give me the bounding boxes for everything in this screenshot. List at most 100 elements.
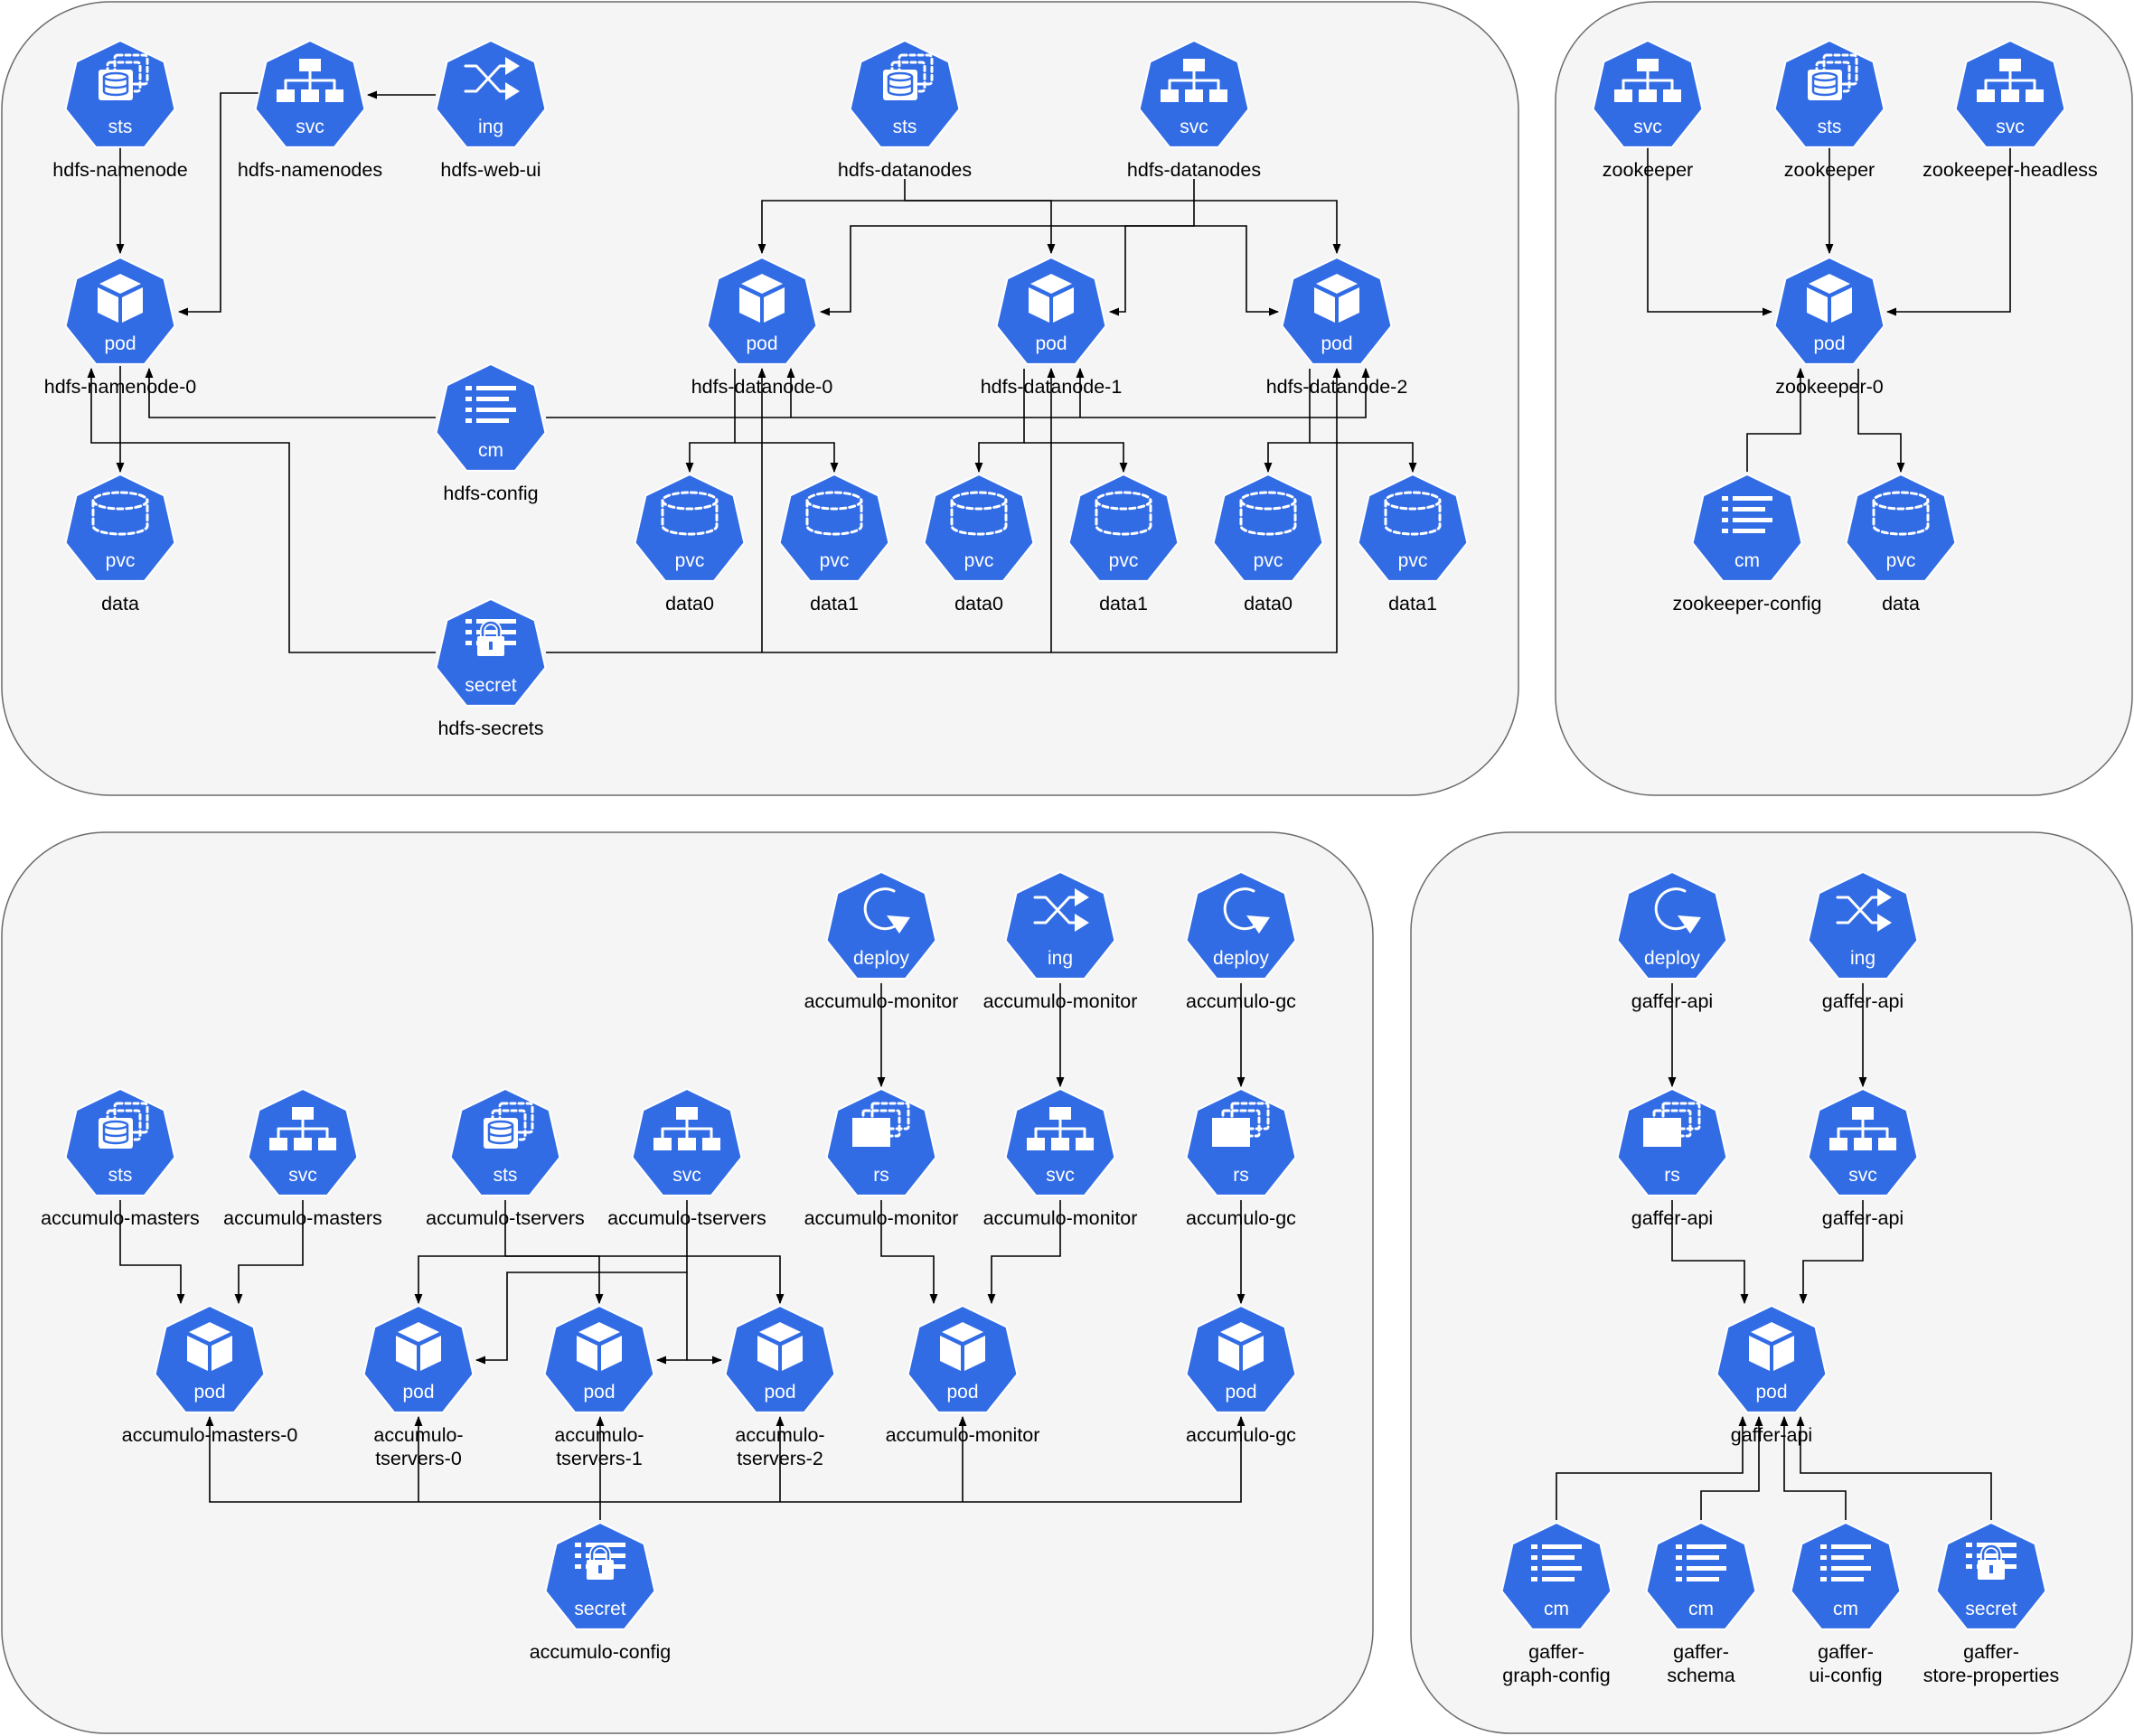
kind-label: pod: [1813, 333, 1845, 354]
kind-label: ing: [1048, 948, 1073, 969]
resource-name-label: gaffer-: [1528, 1641, 1584, 1663]
connector-arrow: [546, 367, 1370, 418]
cm-badge: [1790, 1521, 1902, 1630]
kind-label: pod: [946, 1382, 978, 1403]
resource-name-label: gaffer-api: [1822, 1207, 1904, 1229]
connector-arrow: [1799, 1200, 1864, 1305]
resource-name-label: hdfs-datanode-0: [691, 376, 833, 398]
resource-name-label: accumulo-monitor: [886, 1424, 1040, 1446]
resource-name-label: accumulo-gc: [1186, 990, 1296, 1012]
connector-arrow: [1310, 442, 1417, 474]
replicaset-icon: [852, 1102, 910, 1147]
service-icon: [1614, 59, 1681, 102]
resource-name-label: schema: [1667, 1665, 1734, 1686]
kind-label: sts: [108, 117, 133, 137]
resource-name-label: accumulo-masters: [223, 1207, 382, 1229]
kind-label: pod: [1225, 1382, 1256, 1403]
kind-label: pvc: [820, 550, 850, 571]
pod-icon: [739, 274, 785, 323]
replicaset-icon: [1643, 1102, 1701, 1147]
kind-label: sts: [1818, 117, 1842, 137]
pod-badge: [154, 1304, 266, 1413]
connector-arrow: [1647, 134, 1773, 316]
node-nn-sts[interactable]: sts hdfs-namenode: [52, 39, 188, 181]
volume-icon: [950, 491, 1008, 536]
node-am-pod[interactable]: pod accumulo-monitor: [886, 1304, 1040, 1446]
resource-nodes: stshdfs-namenodesvchdfs-namenodesinghdfs…: [41, 39, 2098, 1686]
statefulset-icon: [99, 1102, 149, 1149]
pod-icon: [1029, 274, 1074, 323]
kind-label: rs: [1233, 1165, 1249, 1186]
resource-name-label: data1: [1099, 593, 1148, 615]
pod-badge: [1281, 256, 1393, 365]
deploy-badge: [1616, 870, 1728, 980]
resource-name-label: hdfs-config: [443, 483, 538, 504]
kind-label: svc: [1848, 1165, 1877, 1186]
connector-arrow: [974, 369, 1025, 474]
resource-name-label: zookeeper-0: [1775, 376, 1884, 398]
resource-name-label: hdfs-namenode-0: [44, 376, 197, 398]
resource-name-label: graph-config: [1502, 1665, 1611, 1686]
resource-name-label: data: [101, 593, 139, 615]
node-ga-svc[interactable]: svc gaffer-api: [1807, 1087, 1919, 1229]
kind-label: pod: [402, 1382, 434, 1403]
resource-name-label: hdfs-datanodes: [838, 159, 972, 181]
service-icon: [277, 59, 343, 102]
deployment-icon: [1223, 887, 1270, 934]
resource-name-label: accumulo-: [554, 1424, 644, 1446]
ingress-icon: [1033, 888, 1089, 932]
resource-name-label: hdfs-namenode: [52, 159, 187, 181]
resource-name-label: hdfs-secrets: [437, 718, 543, 739]
node-zk-pod[interactable]: pod zookeeper-0: [1773, 256, 1885, 398]
kind-label: svc: [1180, 117, 1208, 137]
volume-icon: [1095, 491, 1152, 536]
kind-label: sts: [108, 1165, 133, 1186]
